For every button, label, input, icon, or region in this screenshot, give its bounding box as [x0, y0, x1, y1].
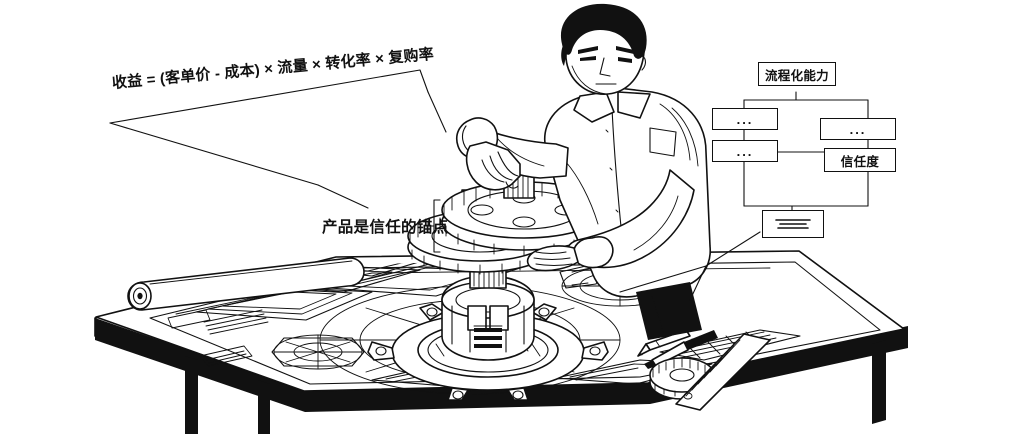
flowchart-output-node[interactable] — [762, 210, 824, 238]
flowchart-node-n2[interactable]: ... — [712, 140, 778, 162]
flowchart-node-n3[interactable]: ... — [820, 118, 896, 140]
rolled-blueprint — [127, 257, 365, 311]
flange-plan-drawing — [271, 334, 365, 370]
gear-stack-assembly — [407, 161, 607, 275]
flowchart-root-node[interactable]: 流程化能力 — [758, 62, 836, 86]
mechanical-housing — [367, 240, 609, 401]
person-assembling — [455, 3, 711, 340]
anchor-leader-bracket — [317, 184, 441, 253]
left-arm — [455, 117, 569, 191]
right-arm — [526, 169, 695, 272]
formula-leader-line — [109, 69, 447, 186]
anchor-annotation: 产品是信任的锚点 — [322, 219, 449, 236]
document-lines-icon — [775, 219, 811, 229]
flowchart-node-n1[interactable]: ... — [712, 108, 778, 130]
ruler — [675, 333, 771, 411]
flowchart-leader-line — [619, 231, 761, 301]
spring-detail — [473, 325, 503, 348]
flowchart-node-trust[interactable]: 信任度 — [824, 148, 896, 172]
